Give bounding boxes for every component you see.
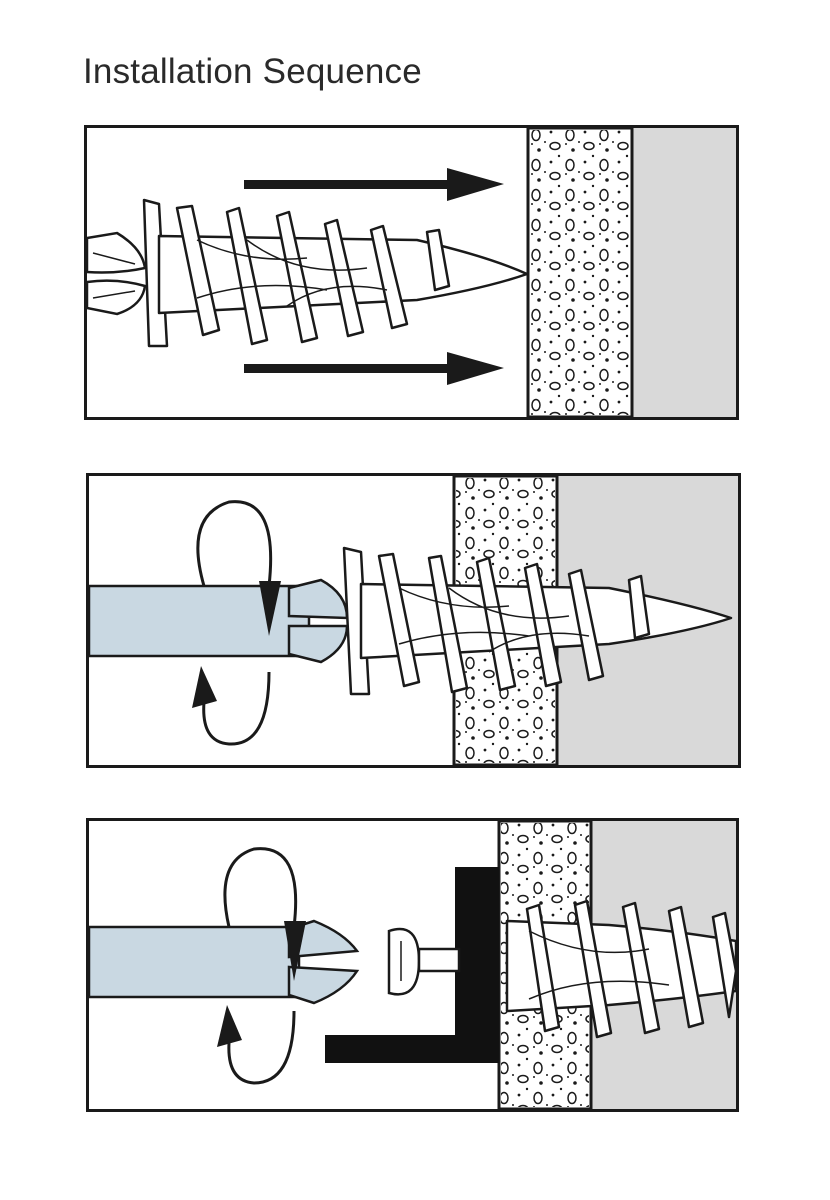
- rotate-arrow-icon: [192, 500, 281, 746]
- anchor-icon: [142, 198, 529, 348]
- screw-icon: [387, 927, 461, 996]
- page-title: Installation Sequence: [83, 52, 422, 91]
- step-2-panel: [86, 473, 741, 768]
- step-1-panel: [84, 125, 739, 420]
- arrow-right-icon: [244, 168, 504, 201]
- wall-cavity-icon: [632, 128, 736, 417]
- anchor-icon: [342, 546, 733, 696]
- bracket-icon: [325, 867, 499, 1063]
- anchor-icon: [505, 899, 736, 1039]
- screwdriver-tip-icon: [87, 231, 147, 316]
- rotate-arrow-icon: [217, 847, 306, 1085]
- step-3-panel: [86, 818, 739, 1112]
- drywall-icon: [526, 128, 634, 417]
- screwdriver-icon: [89, 919, 360, 1005]
- arrow-right-icon: [244, 352, 504, 385]
- screwdriver-icon: [89, 578, 349, 664]
